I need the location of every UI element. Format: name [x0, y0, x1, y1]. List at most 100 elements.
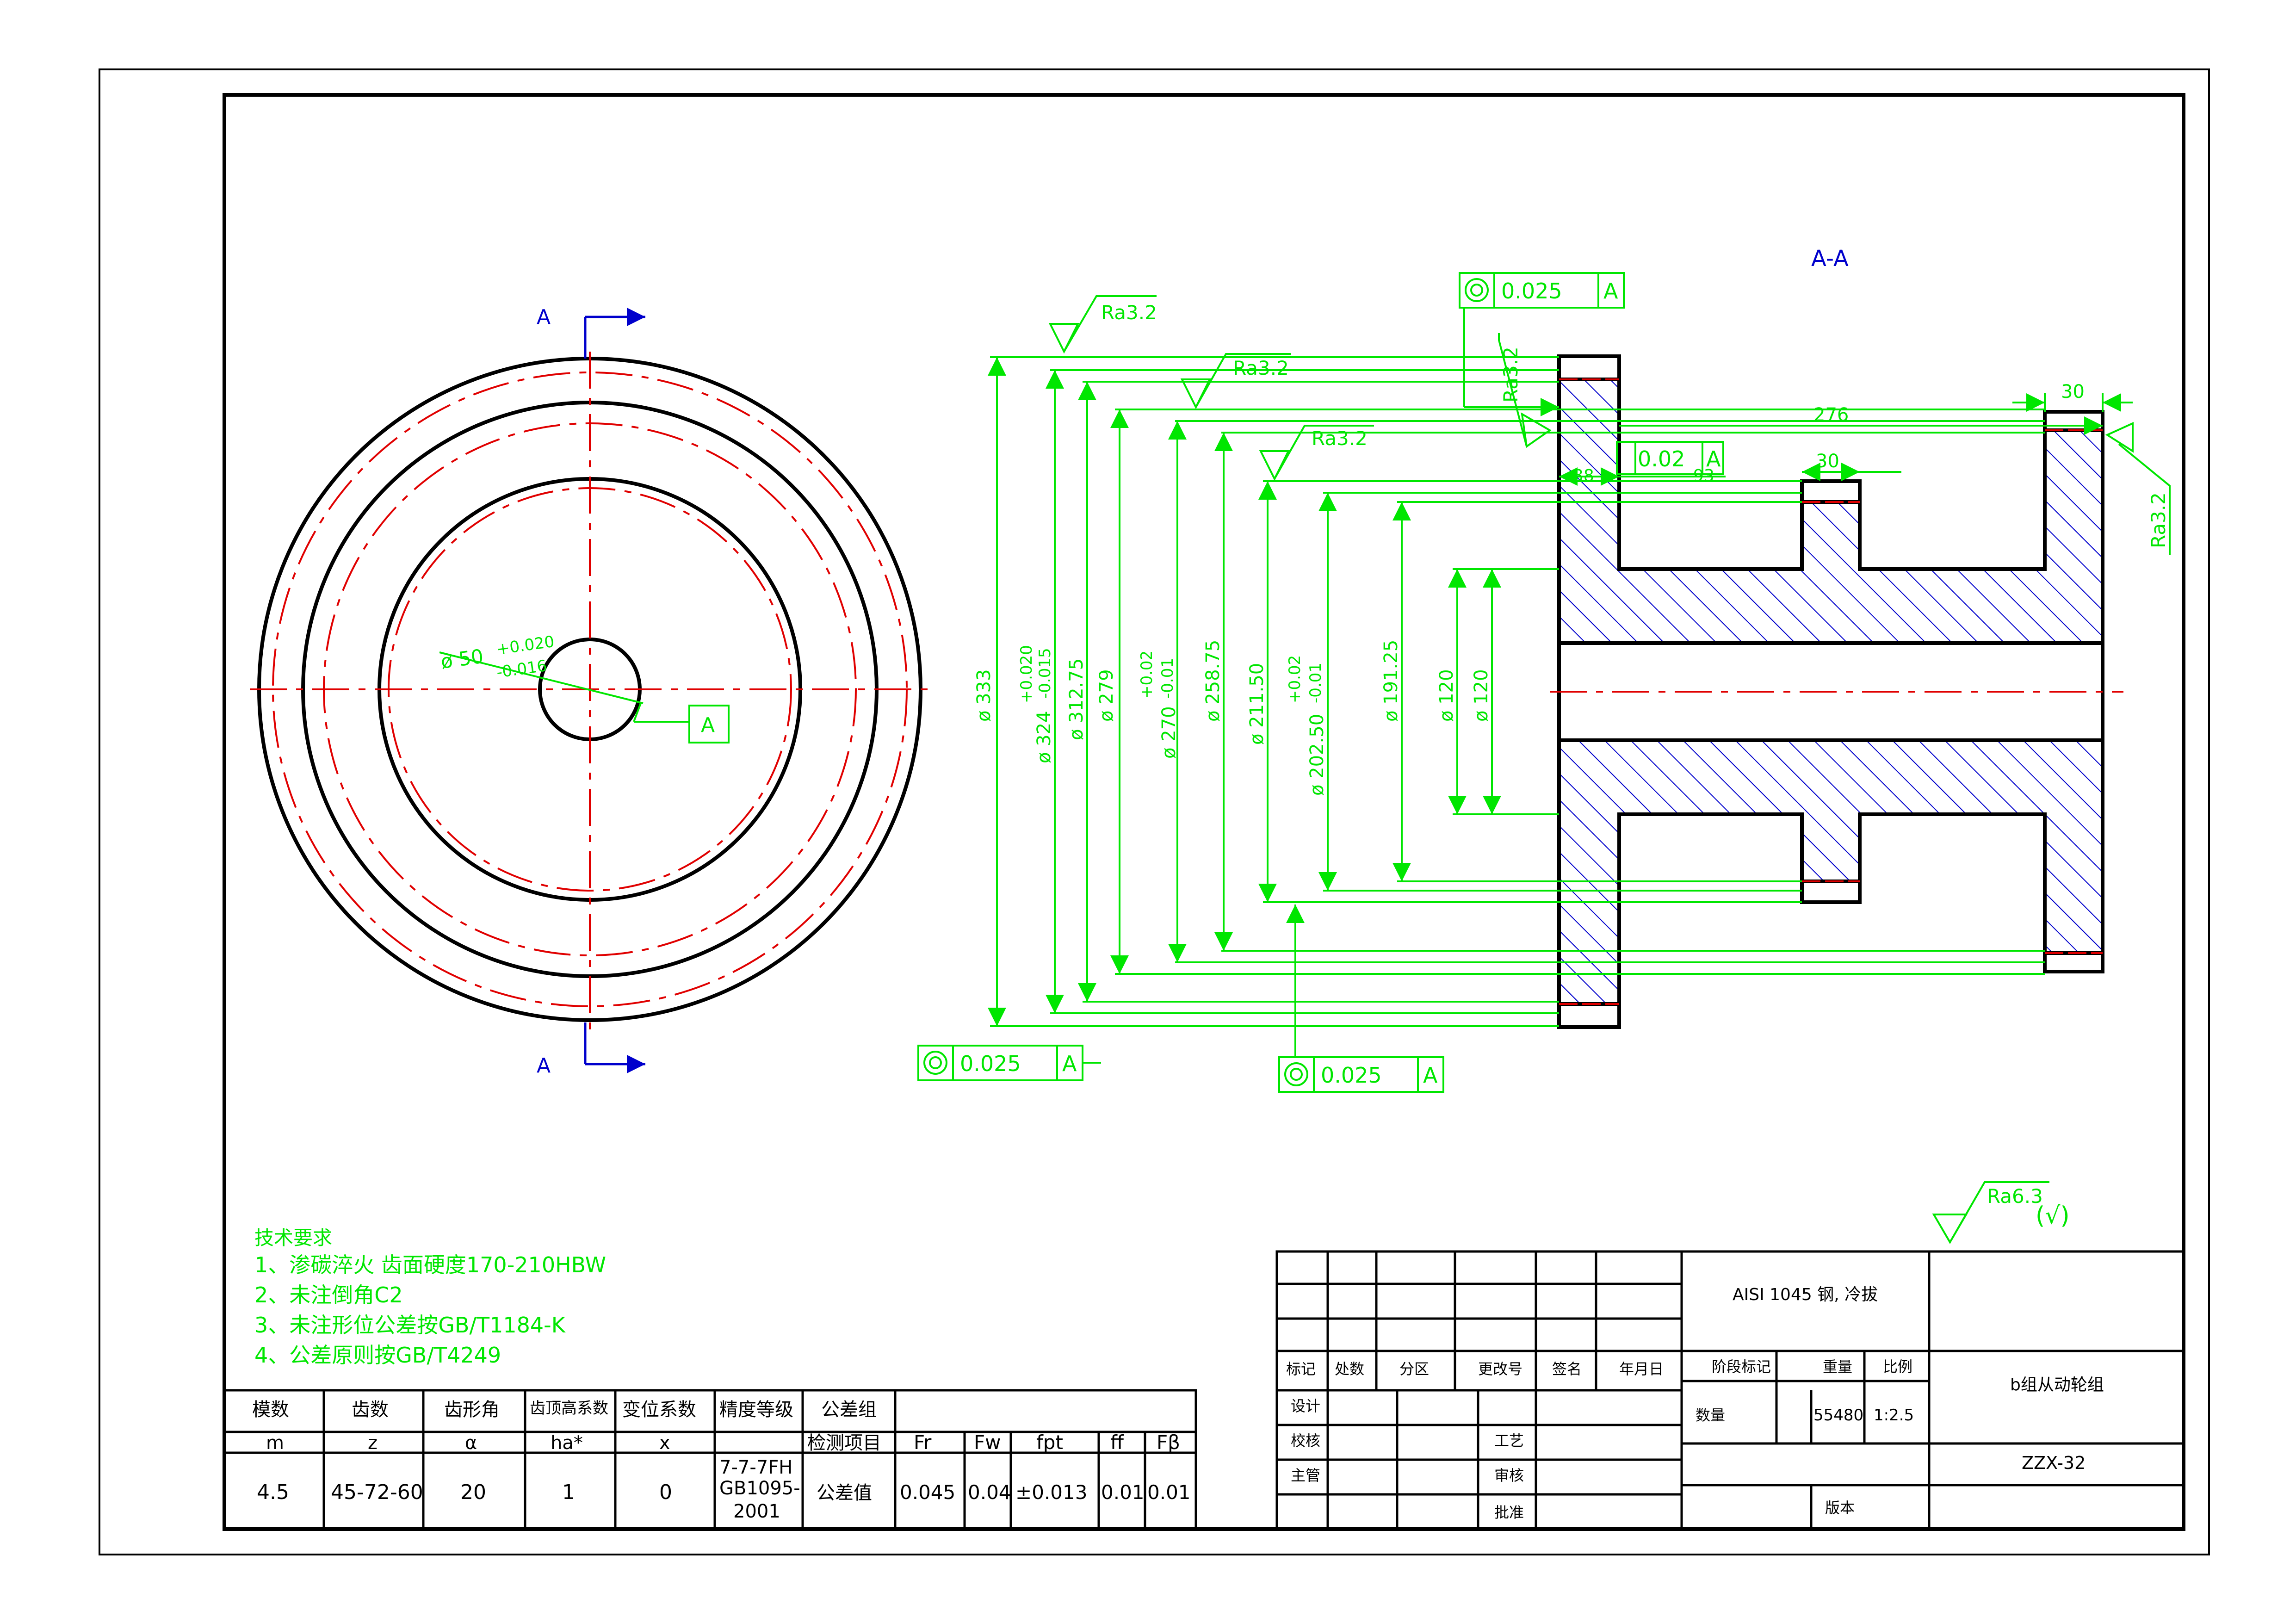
length-30-right: 30: [2061, 381, 2085, 403]
svg-text:0.025: 0.025: [1501, 279, 1562, 304]
svg-text:Ra3.2: Ra3.2: [1312, 427, 1368, 450]
diameter-dimensions: [988, 356, 2045, 1027]
dia-312: ø 312.75: [1066, 658, 1087, 740]
length-38: 38: [1573, 466, 1594, 485]
svg-text:校核: 校核: [1291, 1432, 1320, 1450]
length-dimensions: [1559, 393, 2133, 486]
svg-text:2001: 2001: [733, 1501, 780, 1522]
svg-text:2、未注倒角C2: 2、未注倒角C2: [254, 1282, 403, 1307]
diameter-texts: ø 333 ø 324 +0.020 -0.015 ø 312.75 ø 279…: [973, 640, 1492, 796]
dia-120-b: ø 120: [1471, 669, 1492, 722]
svg-text:A: A: [1706, 446, 1721, 471]
svg-text:检测项目: 检测项目: [807, 1432, 881, 1454]
svg-text:0.025: 0.025: [960, 1051, 1021, 1076]
svg-text:模数: 模数: [252, 1399, 289, 1420]
svg-text:A: A: [1603, 279, 1618, 304]
svg-text:+0.020: +0.020: [495, 632, 556, 659]
dia-279: ø 279: [1096, 669, 1117, 722]
svg-text:x: x: [659, 1432, 670, 1454]
svg-text:0.01: 0.01: [1101, 1481, 1145, 1504]
svg-text:签名: 签名: [1552, 1360, 1582, 1378]
dia-191: ø 191.25: [1380, 640, 1402, 722]
svg-text:(√): (√): [2036, 1202, 2070, 1230]
svg-text:版本: 版本: [1825, 1499, 1855, 1517]
roughness-2: Ra3.2: [1180, 353, 1291, 409]
runout-frame-2: 0.02 A: [1616, 441, 1724, 475]
svg-text:更改号: 更改号: [1478, 1360, 1522, 1378]
svg-text:公差值: 公差值: [817, 1482, 872, 1504]
view-title: A-A: [1811, 246, 1849, 272]
svg-text:Fr: Fr: [914, 1431, 932, 1454]
inner-border: [223, 93, 2185, 1531]
front-view: [250, 352, 930, 1032]
svg-text:0.025: 0.025: [1321, 1063, 1382, 1088]
dia-120-a: ø 120: [1436, 669, 1457, 722]
svg-text:Ra6.3: Ra6.3: [1987, 1185, 2043, 1208]
hole-dimension: ø 50 +0.020 -0.016 A: [439, 632, 730, 743]
svg-text:45-72-60: 45-72-60: [331, 1481, 423, 1504]
svg-text:Ra3.2: Ra3.2: [2147, 492, 2170, 548]
length-93: 93: [1693, 466, 1714, 485]
scale-value: 1:2.5: [1874, 1406, 1914, 1425]
svg-text:0.04: 0.04: [968, 1481, 1011, 1504]
svg-text:z: z: [368, 1432, 378, 1454]
svg-text:3、未注形位公差按GB/T1184-K: 3、未注形位公差按GB/T1184-K: [254, 1313, 566, 1338]
outer-border: [99, 68, 2210, 1555]
svg-text:+0.020: +0.020: [1017, 645, 1036, 703]
section-cut-bottom: [584, 1022, 645, 1073]
title-block: [1275, 1250, 2185, 1530]
svg-text:精度等级: 精度等级: [719, 1399, 793, 1420]
svg-text:齿形角: 齿形角: [444, 1399, 500, 1420]
section-cut-top: [584, 308, 645, 359]
svg-text:数量: 数量: [1696, 1406, 1725, 1424]
svg-text:20: 20: [460, 1481, 486, 1504]
drawing-number: ZZX-32: [2022, 1453, 2086, 1473]
length-30-ring: 30: [1816, 451, 1839, 472]
svg-text:Fw: Fw: [974, 1431, 1001, 1454]
svg-text:年月日: 年月日: [1619, 1360, 1664, 1378]
svg-text:ff: ff: [1110, 1431, 1124, 1454]
material: AISI 1045 钢, 冷拔: [1733, 1285, 1878, 1304]
svg-text:4、公差原则按GB/T4249: 4、公差原则按GB/T4249: [254, 1343, 501, 1368]
svg-text:处数: 处数: [1335, 1360, 1364, 1378]
svg-text:工艺: 工艺: [1494, 1432, 1524, 1450]
svg-text:0.02: 0.02: [1638, 446, 1685, 471]
dia-211: ø 211.50: [1246, 663, 1268, 745]
section-label-bottom: A: [537, 1054, 551, 1078]
svg-text:±0.013: ±0.013: [1015, 1481, 1087, 1504]
tech-requirements: 技术要求 1、渗碳淬火 齿面硬度170-210HBW 2、未注倒角C2 3、未注…: [254, 1227, 606, 1368]
roughness-1: Ra3.2: [1048, 295, 1157, 354]
svg-text:ha*: ha*: [551, 1432, 583, 1454]
svg-text:主管: 主管: [1291, 1467, 1320, 1484]
svg-text:0: 0: [659, 1481, 672, 1504]
svg-text:审核: 审核: [1494, 1467, 1524, 1484]
roughness-4: Ra3.2: [1498, 333, 1552, 448]
svg-text:比例: 比例: [1883, 1358, 1912, 1375]
weight-value: 55480: [1813, 1406, 1863, 1425]
svg-text:ø 50: ø 50: [439, 645, 485, 673]
svg-text:1、渗碳淬火 齿面硬度170-210HBW: 1、渗碳淬火 齿面硬度170-210HBW: [254, 1252, 606, 1277]
svg-text:公差组: 公差组: [821, 1399, 877, 1420]
dia-333: ø 333: [973, 669, 995, 722]
svg-text:设计: 设计: [1291, 1397, 1320, 1415]
roughness-3: Ra3.2: [1259, 425, 1374, 481]
dia-270: ø 270: [1158, 706, 1180, 759]
roughness-5: Ra3.2: [2105, 421, 2171, 555]
dia-324: ø 324: [1034, 711, 1055, 763]
svg-text:分区: 分区: [1399, 1360, 1429, 1378]
svg-text:4.5: 4.5: [257, 1481, 289, 1504]
svg-text:+0.02: +0.02: [1138, 650, 1156, 699]
svg-text:齿数: 齿数: [352, 1399, 389, 1420]
svg-text:Fβ: Fβ: [1157, 1431, 1180, 1454]
svg-text:1: 1: [562, 1481, 575, 1504]
title-block-text: AISI 1045 钢, 冷拔 标记 处数 分区 更改号 签名 年月日 设计 校…: [1286, 1285, 2104, 1521]
svg-text:批准: 批准: [1494, 1504, 1524, 1521]
tech-title: 技术要求: [254, 1227, 332, 1249]
svg-text:m: m: [266, 1432, 284, 1454]
svg-text:A: A: [1423, 1063, 1438, 1088]
svg-text:齿顶高系数: 齿顶高系数: [530, 1399, 608, 1418]
dia-202: ø 202.50: [1306, 714, 1328, 796]
length-texts: 30 276 30 38 93: [1573, 381, 2085, 485]
general-roughness: Ra6.3 (√): [1932, 1181, 2070, 1244]
